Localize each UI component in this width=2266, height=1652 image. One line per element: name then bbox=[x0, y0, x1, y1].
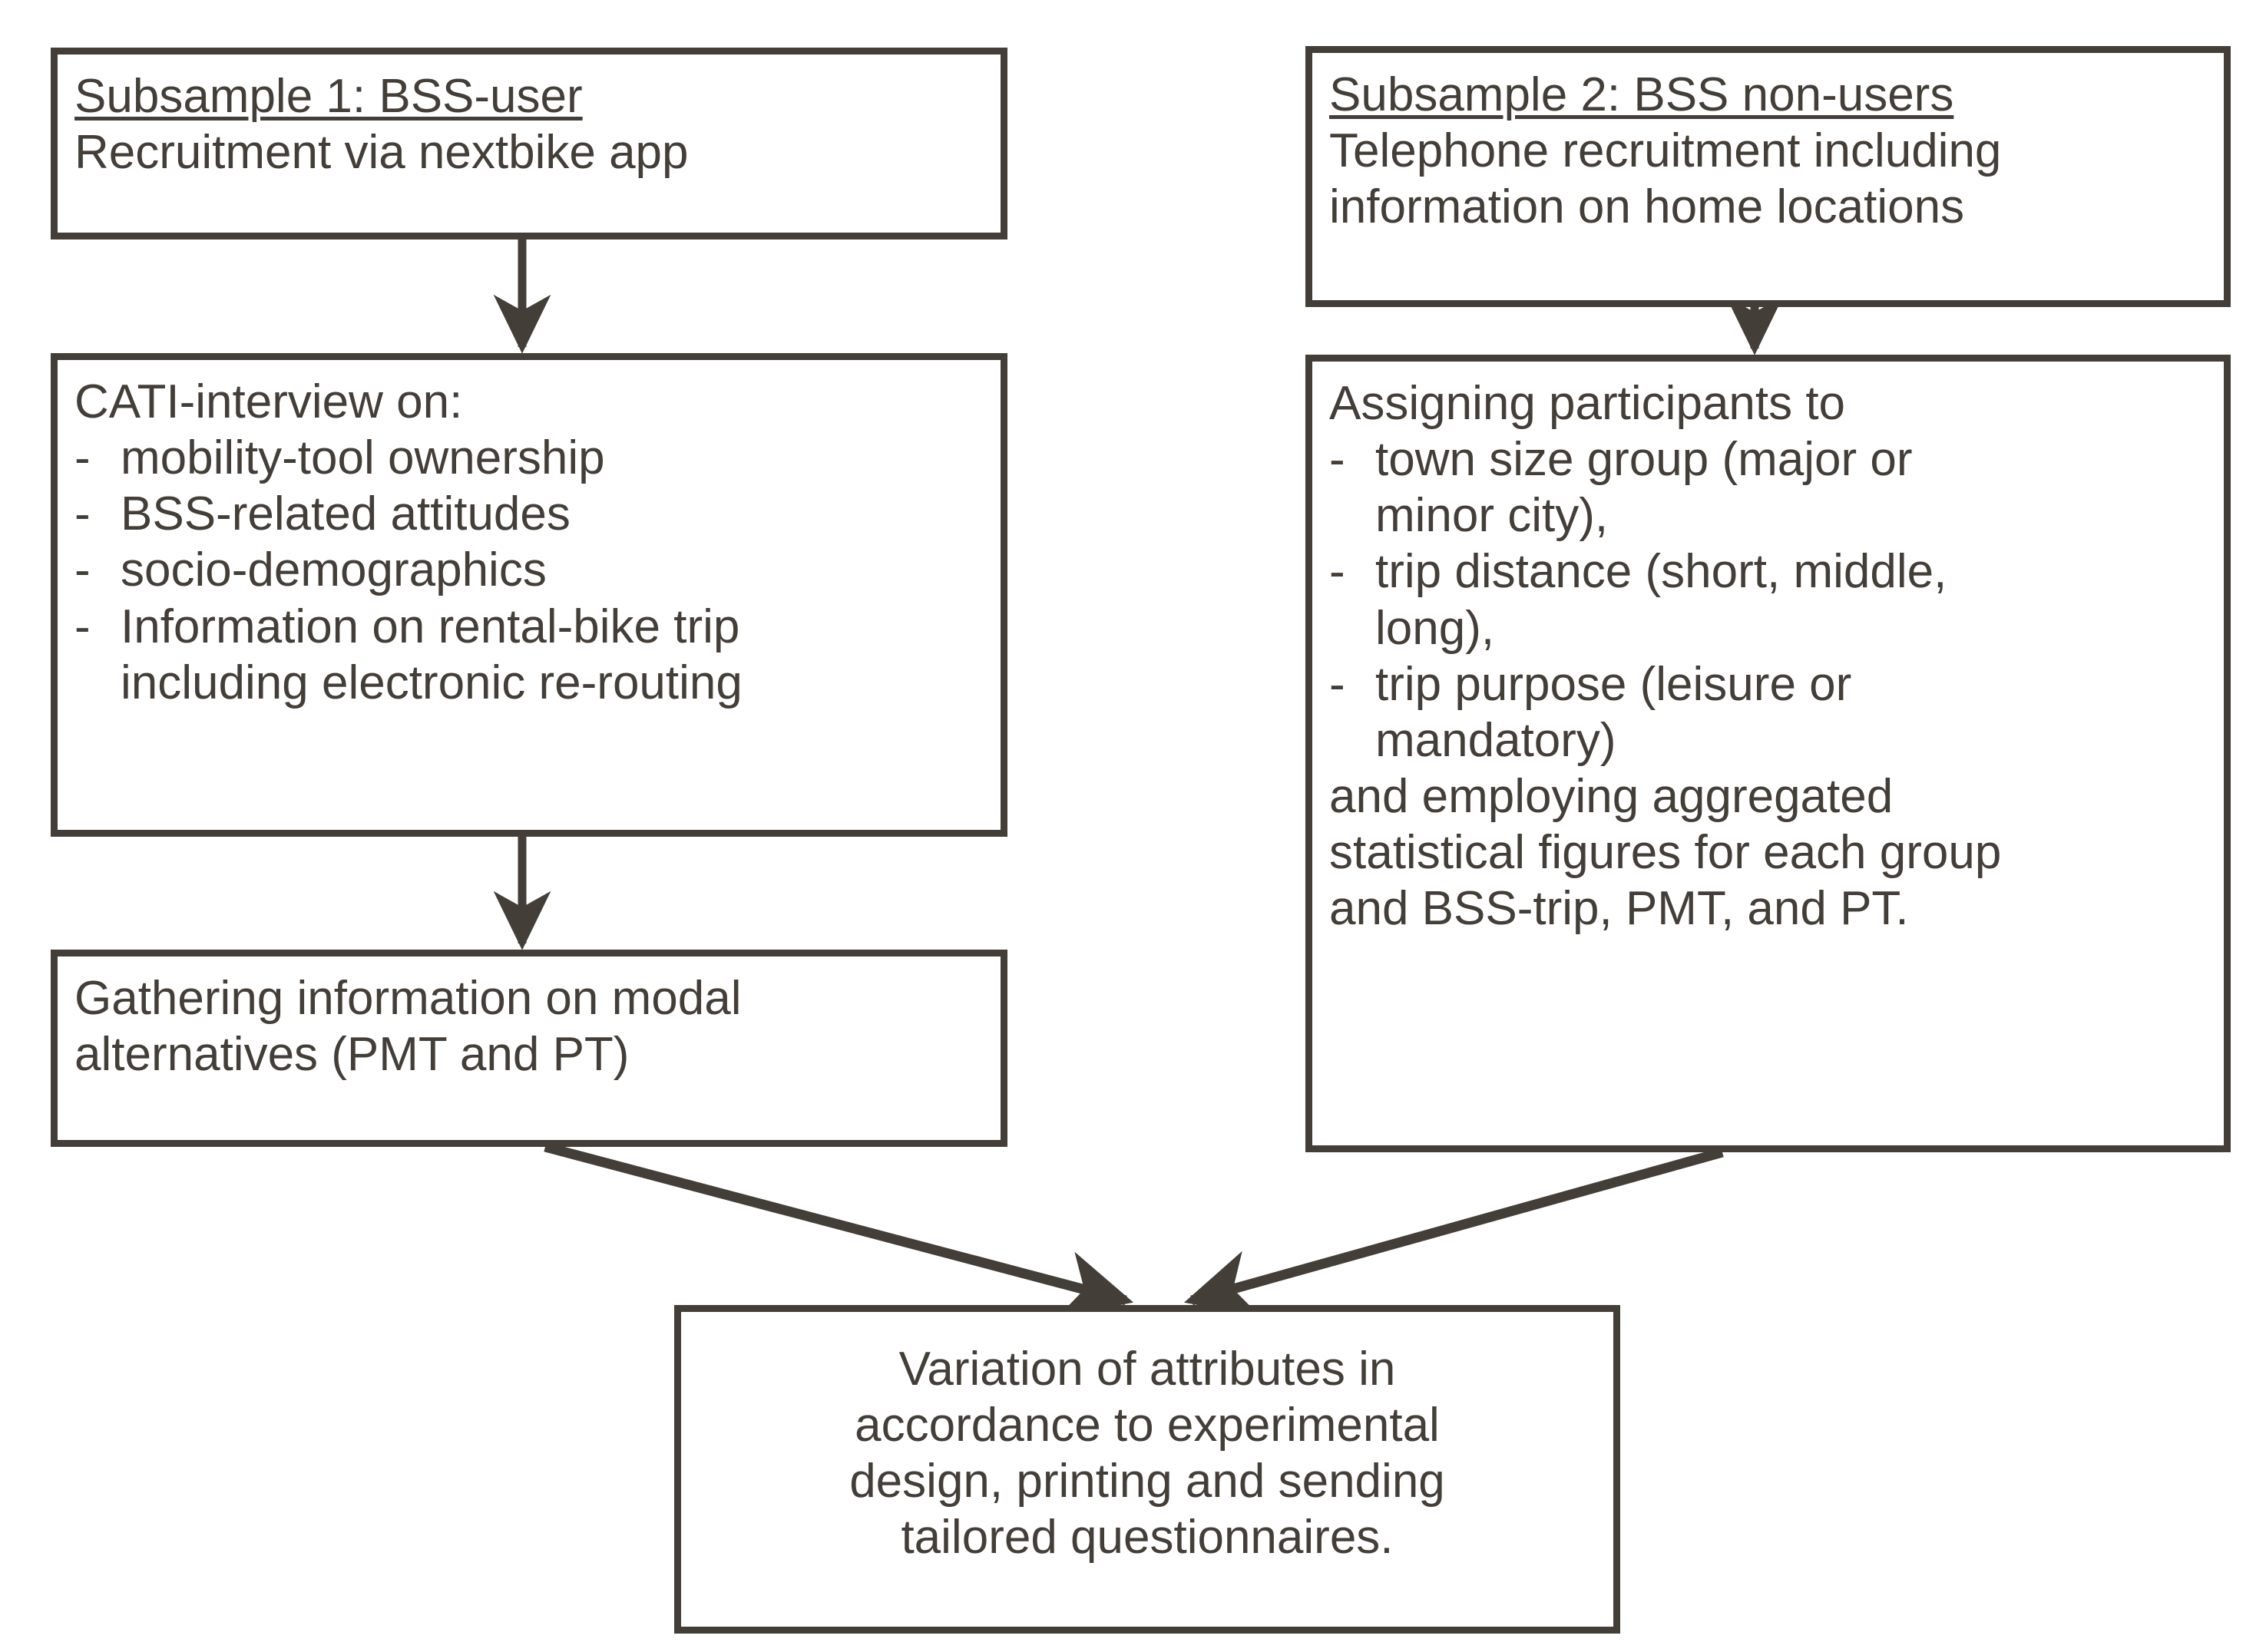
node-variation-content: Variation of attributes in accordance to… bbox=[681, 1312, 1613, 1627]
assigning-bullet-3-text: trip purpose (leisure or mandatory) bbox=[1375, 657, 1852, 767]
cati-bullet-2: - BSS-related attitudes bbox=[74, 486, 984, 542]
assigning-bullet-2: - trip distance (short, middle, long), bbox=[1329, 544, 2207, 656]
node-cati-content: CATI-interview on: - mobility-tool owner… bbox=[58, 360, 1001, 830]
assigning-bullet-1: - town size group (major or minor city), bbox=[1329, 431, 2207, 544]
node-subsample1[interactable]: Subsample 1: BSS-user Recruitment via ne… bbox=[51, 48, 1007, 240]
cati-bullet-1: - mobility-tool ownership bbox=[74, 430, 984, 486]
gathering-line2: alternatives (PMT and PT) bbox=[74, 1028, 630, 1082]
assigning-tail-1: and employing aggregated bbox=[1329, 770, 1894, 824]
variation-line3: design, printing and sending bbox=[849, 1455, 1445, 1508]
assigning-bullet-1-text: town size group (major or minor city), bbox=[1375, 433, 1913, 543]
dash-bullet-marker: - bbox=[1329, 545, 1345, 599]
arrow-assigning-to-variation bbox=[1183, 1147, 1724, 1317]
node-subsample1-content: Subsample 1: BSS-user Recruitment via ne… bbox=[58, 55, 1001, 233]
cati-bullet-3-text: socio-demographics bbox=[121, 544, 547, 597]
assigning-bullet-2-text: trip distance (short, middle, long), bbox=[1375, 545, 1947, 655]
node-assigning-participants[interactable]: Assigning participants to - town size gr… bbox=[1305, 355, 2231, 1152]
assigning-tail-3: and BSS-trip, PMT, and PT. bbox=[1329, 882, 1909, 936]
dash-bullet-marker: - bbox=[74, 600, 91, 653]
subsample1-heading: Subsample 1: BSS-user bbox=[74, 70, 583, 123]
variation-line4: tailored questionnaires. bbox=[901, 1511, 1394, 1564]
node-gathering-information[interactable]: Gathering information on modal alternati… bbox=[51, 950, 1007, 1147]
assigning-bullet-3: - trip purpose (leisure or mandatory) bbox=[1329, 656, 2207, 768]
gathering-line1: Gathering information on modal bbox=[74, 972, 742, 1025]
cati-bullet-1-text: mobility-tool ownership bbox=[121, 431, 605, 485]
node-assigning-content: Assigning participants to - town size gr… bbox=[1312, 362, 2224, 1145]
dash-bullet-marker: - bbox=[1329, 433, 1345, 487]
dash-bullet-marker: - bbox=[74, 544, 91, 597]
subsample1-line2: Recruitment via nextbike app bbox=[74, 126, 689, 180]
dash-bullet-marker: - bbox=[74, 487, 91, 541]
assigning-heading: Assigning participants to bbox=[1329, 377, 1846, 430]
subsample2-line3: information on home locations bbox=[1329, 180, 1965, 234]
variation-line2: accordance to experimental bbox=[855, 1399, 1440, 1452]
assigning-tail-2: statistical figures for each group bbox=[1329, 826, 2002, 880]
variation-line1: Variation of attributes in bbox=[898, 1343, 1396, 1396]
cati-heading: CATI-interview on: bbox=[74, 375, 463, 428]
arrow-gathering-to-variation bbox=[544, 1142, 1134, 1318]
subsample2-heading: Subsample 2: BSS non-users bbox=[1329, 68, 1954, 121]
node-cati-interview[interactable]: CATI-interview on: - mobility-tool owner… bbox=[51, 353, 1007, 837]
cati-bullet-2-text: BSS-related attitudes bbox=[121, 487, 571, 541]
node-variation-of-attributes[interactable]: Variation of attributes in accordance to… bbox=[674, 1305, 1620, 1634]
dash-bullet-marker: - bbox=[74, 431, 91, 485]
subsample2-line2: Telephone recruitment including bbox=[1329, 124, 2002, 178]
node-gathering-content: Gathering information on modal alternati… bbox=[58, 957, 1001, 1140]
cati-bullet-4: - Information on rental-bike trip includ… bbox=[74, 599, 984, 711]
cati-bullet-3: - socio-demographics bbox=[74, 542, 984, 598]
node-subsample2[interactable]: Subsample 2: BSS non-users Telephone rec… bbox=[1305, 46, 2231, 307]
dash-bullet-marker: - bbox=[1329, 657, 1345, 711]
node-subsample2-content: Subsample 2: BSS non-users Telephone rec… bbox=[1312, 53, 2224, 300]
cati-bullet-4-text: Information on rental-bike trip includin… bbox=[121, 600, 743, 709]
